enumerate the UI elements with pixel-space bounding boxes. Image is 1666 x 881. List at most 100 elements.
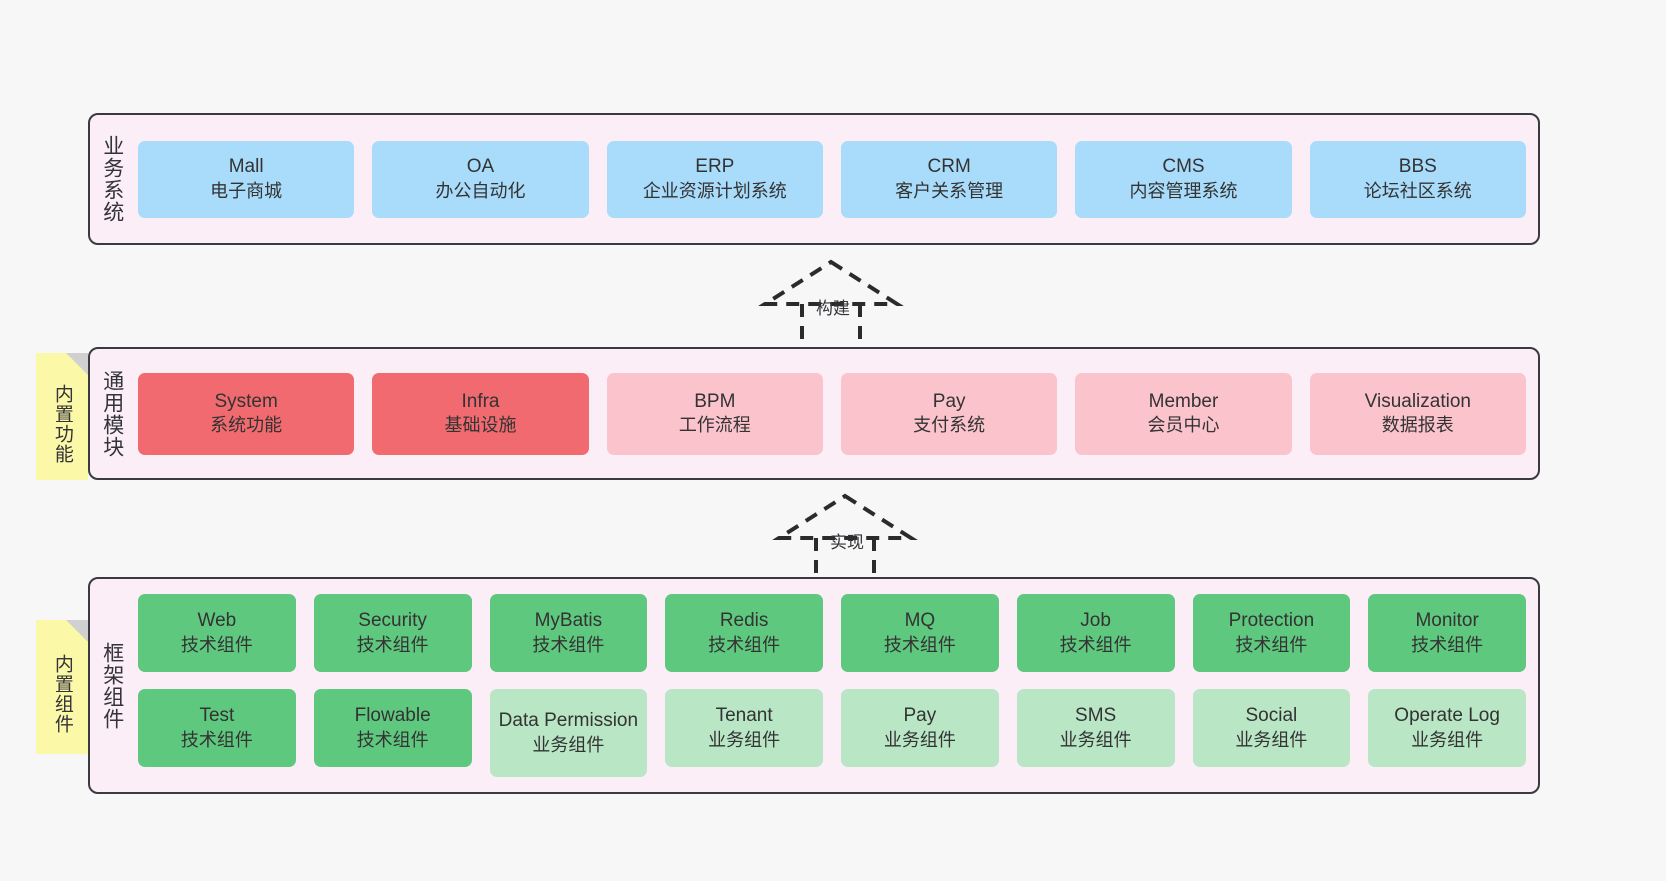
card-subtitle: 技术组件 [883, 634, 956, 655]
note-fold-corner-icon [66, 353, 88, 375]
card-subtitle: 技术组件 [532, 634, 605, 655]
card-subtitle: 技术组件 [180, 729, 253, 750]
card-subtitle: 技术组件 [1411, 634, 1484, 655]
card-bpm[interactable]: BPM 工作流程 [606, 372, 823, 455]
card-title: SMS [1075, 705, 1117, 727]
card-visualization[interactable]: Visualization 数据报表 [1309, 372, 1526, 455]
card-mall[interactable]: Mall 电子商城 [138, 140, 355, 218]
card-redis[interactable]: Redis 技术组件 [665, 594, 823, 672]
card-crm[interactable]: CRM 客户关系管理 [840, 140, 1058, 218]
card-title: Tenant [715, 705, 773, 727]
card-security[interactable]: Security 技术组件 [313, 594, 472, 672]
card-row: Mall 电子商城 OA 办公自动化 ERP 企业资源计划系统 CRM 客户关系… [138, 140, 1526, 218]
card-subtitle: 工作流程 [678, 415, 751, 436]
connector-implement-arrow: 实现 [770, 492, 920, 578]
card-title: OA [466, 156, 495, 178]
card-monitor[interactable]: Monitor 技术组件 [1368, 594, 1526, 672]
card-bbs[interactable]: BBS 论坛社区系统 [1309, 140, 1526, 218]
card-title: Security [358, 610, 427, 632]
layer-framework-component: 框架组件 Web 技术组件 Security 技术组件 MyBatis 技术组件… [88, 577, 1540, 794]
card-subtitle: 办公自动化 [435, 180, 526, 201]
connector-label-build: 构建 [816, 299, 850, 318]
connector-label-implement: 实现 [830, 533, 864, 552]
card-operate-log[interactable]: Operate Log 业务组件 [1368, 689, 1526, 767]
card-title: CRM [927, 156, 971, 178]
card-sms[interactable]: SMS 业务组件 [1016, 689, 1175, 767]
card-test[interactable]: Test 技术组件 [138, 689, 296, 767]
layer-body-business-system: Mall 电子商城 OA 办公自动化 ERP 企业资源计划系统 CRM 客户关系… [134, 115, 1538, 243]
card-title: Member [1148, 390, 1219, 412]
card-cms[interactable]: CMS 内容管理系统 [1075, 140, 1292, 218]
card-title: System [214, 390, 278, 412]
card-data-permission[interactable]: Data Permission 业务组件 [489, 689, 648, 777]
layer-common-module: 通用模块 System 系统功能 Infra 基础设施 BPM 工作流程 Pay… [88, 347, 1540, 480]
connector-shaft-icon [814, 538, 876, 578]
card-subtitle: 业务组件 [708, 729, 781, 750]
card-subtitle: 会员中心 [1147, 415, 1220, 436]
note-builtin-components: 内置组件 [36, 620, 88, 754]
layer-business-system: 业务系统 Mall 电子商城 OA 办公自动化 ERP 企业资源计划系统 CRM… [88, 113, 1540, 245]
card-subtitle: 业务组件 [1235, 729, 1308, 750]
card-subtitle: 系统功能 [210, 415, 283, 436]
card-title: Job [1080, 610, 1111, 632]
card-title: Test [199, 705, 235, 727]
card-title: MQ [904, 610, 936, 632]
generalization-triangle-icon [758, 259, 904, 306]
layer-label-common-module: 通用模块 [100, 369, 124, 458]
card-mq[interactable]: MQ 技术组件 [841, 594, 999, 672]
card-flowable[interactable]: Flowable 技术组件 [313, 689, 472, 767]
card-subtitle: 技术组件 [1059, 634, 1132, 655]
card-oa[interactable]: OA 办公自动化 [372, 140, 589, 218]
card-system[interactable]: System 系统功能 [138, 372, 355, 455]
card-title: Operate Log [1394, 705, 1500, 727]
card-title: BPM [694, 390, 736, 412]
card-erp[interactable]: ERP 企业资源计划系统 [606, 140, 823, 218]
card-web[interactable]: Web 技术组件 [138, 594, 296, 672]
card-row: System 系统功能 Infra 基础设施 BPM 工作流程 Pay 支付系统… [138, 372, 1526, 455]
card-subtitle: 技术组件 [356, 634, 429, 655]
note-text: 内置功能 [51, 383, 73, 464]
card-mybatis[interactable]: MyBatis 技术组件 [489, 594, 648, 672]
card-title: Redis [719, 610, 769, 632]
card-subtitle: 论坛社区系统 [1363, 180, 1472, 201]
connector-build-arrow: 构建 [756, 258, 906, 344]
card-title: Pay [932, 390, 966, 412]
layer-body-common-module: System 系统功能 Infra 基础设施 BPM 工作流程 Pay 支付系统… [134, 349, 1538, 478]
card-subtitle: 技术组件 [1235, 634, 1308, 655]
card-title: Infra [461, 390, 500, 412]
card-social[interactable]: Social 业务组件 [1192, 689, 1351, 767]
card-member[interactable]: Member 会员中心 [1075, 372, 1292, 455]
card-subtitle: 技术组件 [708, 634, 781, 655]
card-title: Data Permission [498, 710, 639, 732]
note-builtin-features: 内置功能 [36, 353, 88, 480]
card-subtitle: 基础设施 [444, 415, 517, 436]
card-title: Monitor [1415, 610, 1479, 632]
card-subtitle: 业务组件 [1411, 729, 1484, 750]
card-subtitle: 业务组件 [532, 734, 605, 755]
card-subtitle: 电子商城 [210, 180, 283, 201]
layer-body-framework-component: Web 技术组件 Security 技术组件 MyBatis 技术组件 Redi… [134, 579, 1538, 792]
card-tenant[interactable]: Tenant 业务组件 [665, 689, 823, 767]
card-subtitle: 内容管理系统 [1129, 180, 1238, 201]
card-title: Visualization [1364, 390, 1471, 412]
card-title: Mall [228, 156, 264, 178]
generalization-triangle-icon [772, 493, 918, 540]
card-protection[interactable]: Protection 技术组件 [1192, 594, 1351, 672]
card-infra[interactable]: Infra 基础设施 [372, 372, 589, 455]
card-job[interactable]: Job 技术组件 [1016, 594, 1175, 672]
layer-label-framework-component: 框架组件 [100, 641, 124, 730]
card-subtitle: 企业资源计划系统 [642, 180, 787, 201]
card-title: BBS [1398, 156, 1437, 178]
card-title: Web [197, 610, 237, 632]
card-subtitle: 技术组件 [356, 729, 429, 750]
card-subtitle: 业务组件 [883, 729, 956, 750]
card-pay-module[interactable]: Pay 支付系统 [840, 372, 1058, 455]
card-title: MyBatis [534, 610, 603, 632]
card-subtitle: 业务组件 [1059, 729, 1132, 750]
card-subtitle: 客户关系管理 [895, 180, 1004, 201]
card-subtitle: 技术组件 [180, 634, 253, 655]
card-pay-component[interactable]: Pay 业务组件 [841, 689, 999, 767]
card-title: CMS [1162, 156, 1205, 178]
card-title: Social [1245, 705, 1298, 727]
